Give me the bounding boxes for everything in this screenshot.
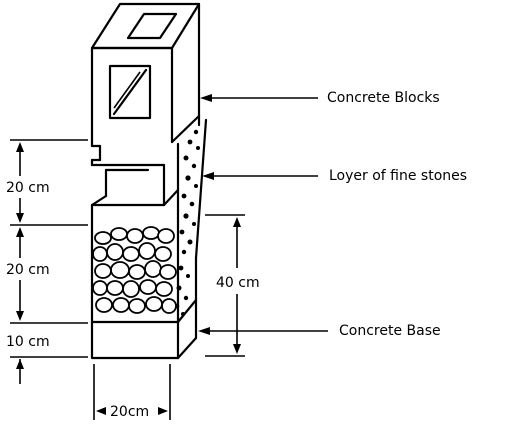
concrete-block <box>90 2 201 167</box>
right-dimension-lines <box>205 214 245 357</box>
block-height-label: 20 cm <box>6 180 50 196</box>
concrete-base-leader <box>198 327 328 335</box>
bottom-dimension-lines <box>93 364 171 420</box>
left-dimension-lines <box>10 139 88 384</box>
stone-fill-height-label: 20 cm <box>6 262 50 278</box>
width-label: 20cm <box>110 404 149 420</box>
base-height-label: 10 cm <box>6 334 50 350</box>
fine-stones-layer <box>174 114 208 316</box>
fine-stones-leader <box>202 172 318 180</box>
concrete-blocks-label: Concrete Blocks <box>327 90 440 106</box>
concrete-base <box>90 298 198 360</box>
concrete-base-label: Concrete Base <box>339 323 441 339</box>
back-height-label: 40 cm <box>216 275 260 291</box>
fine-stones-label: Loyer of fine stones <box>329 168 467 184</box>
stone-fill <box>90 188 198 324</box>
concrete-blocks-leader <box>200 94 318 102</box>
concrete-block-lower <box>90 142 180 207</box>
